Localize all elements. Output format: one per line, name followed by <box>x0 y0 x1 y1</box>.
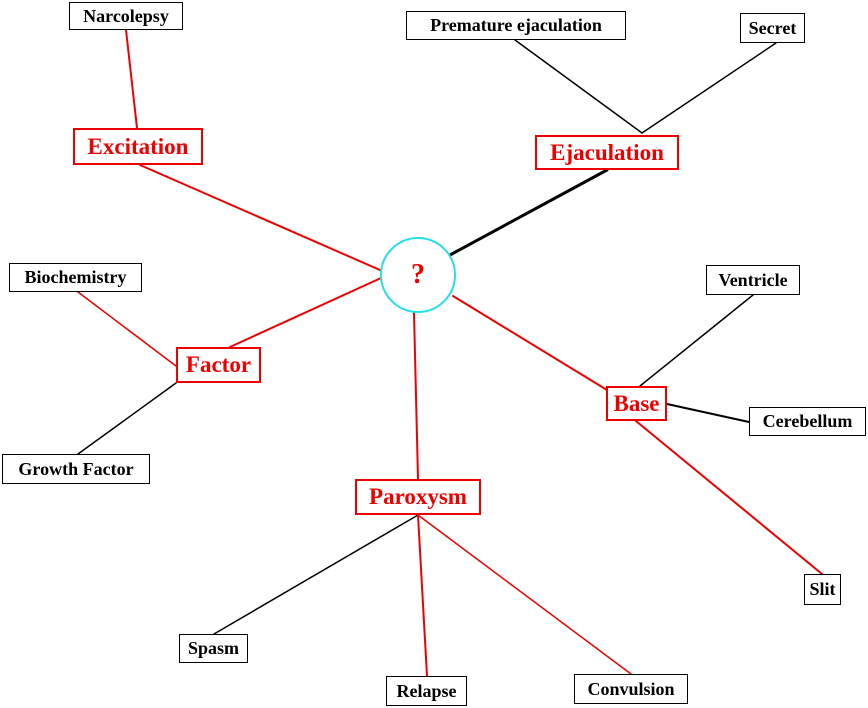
line-factor <box>229 277 382 348</box>
node-convulsion[interactable]: Convulsion <box>574 674 688 704</box>
node-relapse[interactable]: Relapse <box>386 676 467 706</box>
center-node[interactable]: ? <box>380 237 456 313</box>
line-cerebellum <box>666 403 750 423</box>
node-cerebellum[interactable]: Cerebellum <box>749 407 866 436</box>
node-premature-ejaculation[interactable]: Premature ejaculation <box>406 11 626 40</box>
line-paroxysm <box>413 312 419 480</box>
node-factor[interactable]: Factor <box>176 347 261 383</box>
node-secret[interactable]: Secret <box>740 13 805 43</box>
line-convulsion <box>417 514 632 675</box>
line-excitation <box>139 164 381 271</box>
node-narcolepsy[interactable]: Narcolepsy <box>69 2 183 30</box>
node-ventricle[interactable]: Ventricle <box>706 265 800 295</box>
line-premature-ejaculation <box>514 39 643 134</box>
line-slit <box>635 420 823 575</box>
line-biochemistry <box>77 291 177 367</box>
line-growth-factor <box>77 382 177 455</box>
line-relapse <box>417 514 428 677</box>
node-spasm[interactable]: Spasm <box>179 634 248 663</box>
node-paroxysm[interactable]: Paroxysm <box>355 479 481 515</box>
line-narcolepsy <box>125 29 138 129</box>
line-secret <box>641 42 777 134</box>
line-base <box>452 295 608 391</box>
node-biochemistry[interactable]: Biochemistry <box>9 263 142 292</box>
node-growth-factor[interactable]: Growth Factor <box>2 454 150 484</box>
line-ventricle <box>639 294 754 387</box>
line-spasm <box>213 514 419 635</box>
node-excitation[interactable]: Excitation <box>73 128 203 165</box>
node-slit[interactable]: Slit <box>804 574 841 605</box>
node-base[interactable]: Base <box>606 386 667 421</box>
line-ejaculation <box>448 168 609 257</box>
node-ejaculation[interactable]: Ejaculation <box>535 135 679 170</box>
